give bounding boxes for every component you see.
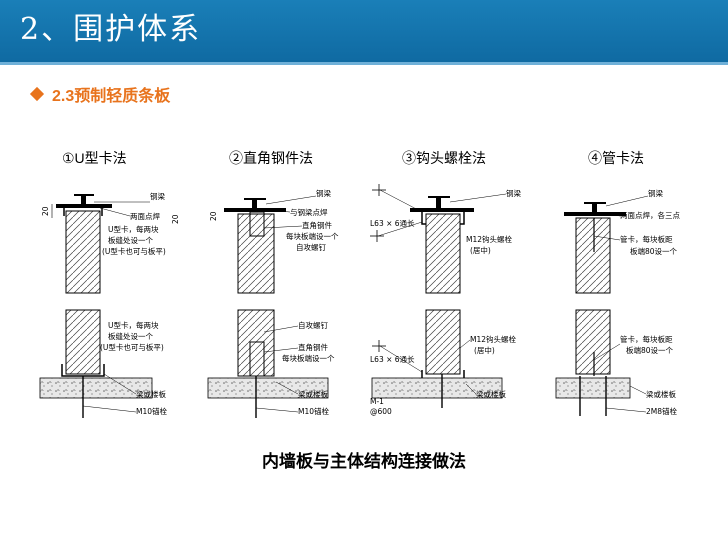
svg-text:自攻螺钉: 自攻螺钉 bbox=[296, 242, 326, 252]
svg-text:管卡，每块板距: 管卡，每块板距 bbox=[620, 334, 673, 344]
svg-text:(U型卡也可与板平): (U型卡也可与板平) bbox=[100, 342, 164, 352]
title-bar: 2、围护体系 bbox=[0, 0, 728, 65]
svg-text:直角钢件: 直角钢件 bbox=[298, 342, 328, 352]
svg-text:每块板端设一个: 每块板端设一个 bbox=[282, 353, 335, 363]
svg-text:两面点焊，各三点: 两面点焊，各三点 bbox=[620, 210, 680, 220]
page-title: 2、围护体系 bbox=[20, 12, 202, 47]
diagram-hook-bolt-bottom: M12钩头螺栓 (居中) L63 × 6通长 梁或楼板 M-1 @600 bbox=[366, 308, 536, 420]
svg-text:20: 20 bbox=[171, 214, 180, 224]
svg-text:管卡，每块板距: 管卡，每块板距 bbox=[620, 234, 673, 244]
svg-text:L63 × 6通长: L63 × 6通长 bbox=[370, 218, 415, 228]
svg-text:两面点焊: 两面点焊 bbox=[130, 211, 160, 221]
figure-caption: 内墙板与主体结构连接做法 bbox=[262, 452, 466, 471]
svg-text:2M8锚栓: 2M8锚栓 bbox=[646, 406, 678, 416]
svg-text:板缝处设一个: 板缝处设一个 bbox=[108, 331, 153, 341]
svg-text:钢梁: 钢梁 bbox=[150, 191, 165, 201]
svg-text:U型卡，每两块: U型卡，每两块 bbox=[108, 224, 159, 234]
svg-text:自攻螺钉: 自攻螺钉 bbox=[298, 320, 328, 330]
svg-text:钢梁: 钢梁 bbox=[648, 188, 663, 198]
svg-text:M12钩头螺栓: M12钩头螺栓 bbox=[470, 334, 517, 344]
method-label-4: ④管卡法 bbox=[588, 150, 644, 166]
svg-text:板缝处设一个: 板缝处设一个 bbox=[108, 235, 153, 245]
diagram-hook-bolt-top: 钢梁 L63 × 6通长 M12钩头螺栓 (居中) bbox=[366, 182, 536, 294]
svg-text:20: 20 bbox=[41, 206, 50, 216]
svg-text:(居中): (居中) bbox=[474, 345, 495, 355]
method-label-2: ②直角钢件法 bbox=[229, 150, 313, 166]
method-label-3: ③钩头螺栓法 bbox=[402, 150, 486, 166]
diagram-angle-steel-top: 20 钢梁 与钢梁点焊 直角钢件 每块板端设一个 自攻螺钉 bbox=[206, 182, 356, 294]
svg-text:钢梁: 钢梁 bbox=[316, 188, 331, 198]
svg-text:(居中): (居中) bbox=[470, 245, 491, 255]
diamond-bullet-icon bbox=[29, 86, 45, 102]
diagram-u-clip-bottom: U型卡，每两块 板缝处设一个 (U型卡也可与板平) 梁或楼板 M10锚栓 bbox=[38, 308, 188, 420]
svg-text:(U型卡也可与板平): (U型卡也可与板平) bbox=[102, 246, 166, 256]
method-label-1: ①U型卡法 bbox=[62, 150, 127, 166]
svg-text:板端80设一个: 板端80设一个 bbox=[626, 345, 674, 355]
svg-text:M12钩头螺栓: M12钩头螺栓 bbox=[466, 234, 513, 244]
svg-text:与钢梁点焊: 与钢梁点焊 bbox=[290, 207, 328, 217]
svg-text:梁或楼板: 梁或楼板 bbox=[298, 389, 328, 399]
svg-text:M10锚栓: M10锚栓 bbox=[136, 406, 168, 416]
svg-text:钢梁: 钢梁 bbox=[506, 188, 521, 198]
svg-text:每块板端设一个: 每块板端设一个 bbox=[286, 231, 339, 241]
svg-text:M10锚栓: M10锚栓 bbox=[298, 406, 330, 416]
svg-text:直角钢件: 直角钢件 bbox=[302, 220, 332, 230]
section-heading: 2.3预制轻质条板 bbox=[29, 83, 171, 105]
svg-text:梁或楼板: 梁或楼板 bbox=[646, 389, 676, 399]
svg-text:M-1: M-1 bbox=[370, 397, 384, 406]
svg-text:L63 × 6通长: L63 × 6通长 bbox=[370, 354, 415, 364]
svg-text:U型卡，每两块: U型卡，每两块 bbox=[108, 320, 159, 330]
svg-text:梁或楼板: 梁或楼板 bbox=[476, 389, 506, 399]
diagram-angle-steel-bottom: 自攻螺钉 直角钢件 每块板端设一个 梁或楼板 M10锚栓 bbox=[206, 308, 356, 420]
diagram-pipe-clamp-top: 钢梁 两面点焊，各三点 管卡，每块板距 板端80设一个 bbox=[554, 182, 704, 294]
diagram-pipe-clamp-bottom: 管卡，每块板距 板端80设一个 梁或楼板 2M8锚栓 bbox=[554, 308, 704, 420]
svg-text:@600: @600 bbox=[370, 407, 392, 416]
section-subtitle: 2.3预制轻质条板 bbox=[52, 88, 171, 105]
svg-text:梁或楼板: 梁或楼板 bbox=[136, 389, 166, 399]
svg-text:20: 20 bbox=[209, 211, 218, 221]
svg-text:板端80设一个: 板端80设一个 bbox=[630, 246, 678, 256]
diagram-u-clip-top: 20 20 钢梁 两面点焊 U型卡，每两块 板缝处设一个 (U型卡也可与板平) bbox=[38, 182, 188, 294]
